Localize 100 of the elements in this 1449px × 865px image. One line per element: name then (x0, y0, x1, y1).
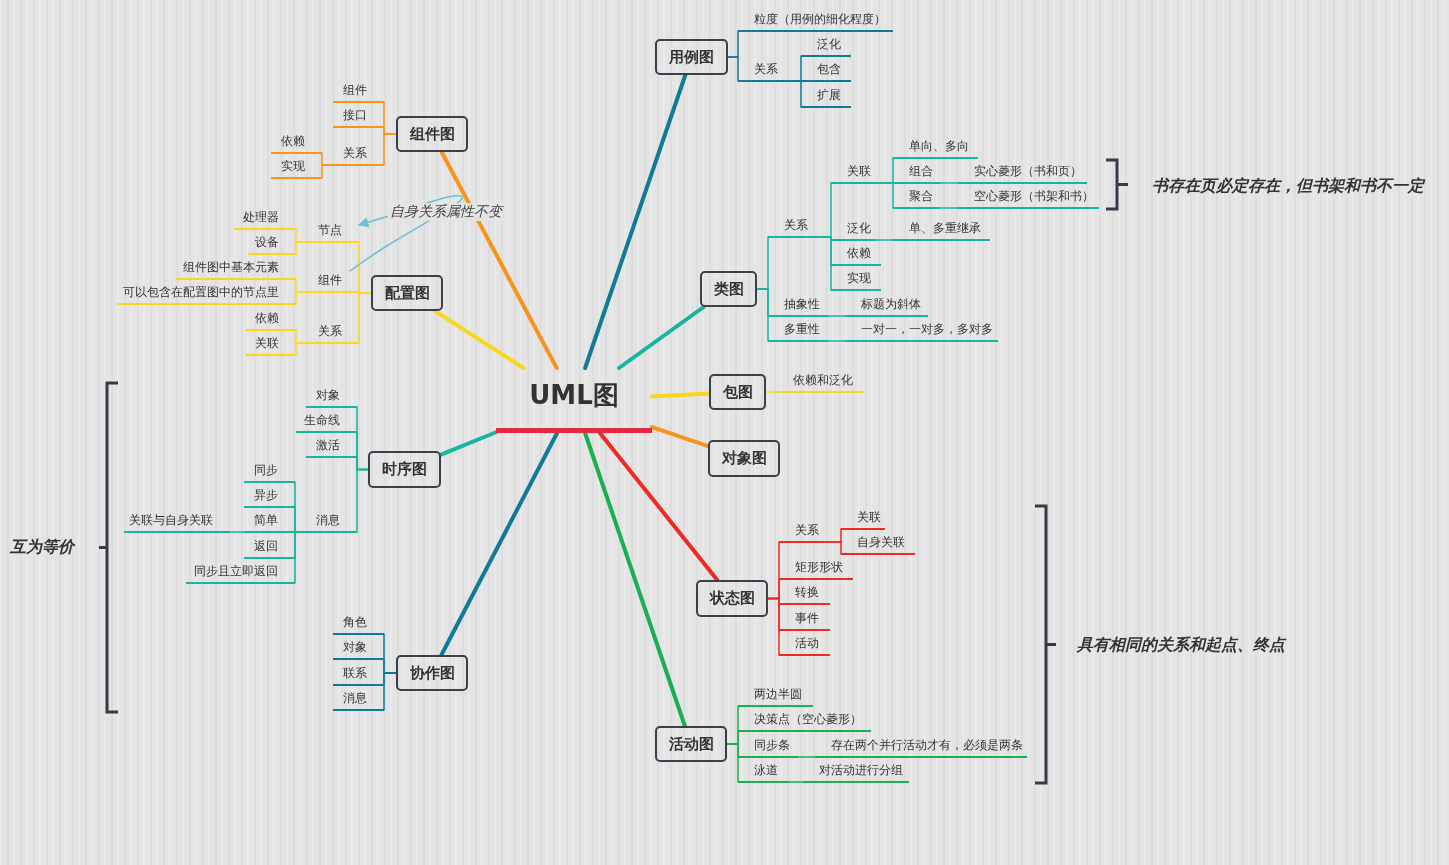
topic-box: 活动图 (655, 726, 727, 762)
subtopic: 激活 (306, 436, 357, 458)
connector-line (797, 756, 816, 758)
subtopic: 对活动进行分组 (803, 761, 909, 783)
subtopic: 聚合 (893, 187, 940, 209)
subtopic: 关系 (334, 144, 384, 166)
subtopic: 消息 (333, 689, 384, 711)
connector-line (229, 531, 245, 533)
summary-note: 书存在页必定存在，但书架和书不一定 (1152, 176, 1424, 197)
subtopic: 实现 (831, 269, 881, 291)
connector-line (789, 781, 804, 783)
subtopic: 关联 (246, 334, 296, 356)
subtopic: 同步 (244, 461, 295, 483)
connector-line (439, 431, 560, 657)
subtopic: 关系 (738, 60, 786, 82)
subtopic: 单、多重继承 (893, 219, 990, 241)
connector-line (756, 288, 769, 342)
connector-line (597, 431, 720, 582)
connector-line (358, 292, 372, 344)
subtopic: 转换 (779, 583, 830, 605)
subtopic: 泳道 (738, 761, 790, 783)
subtopic: 实心菱形（书和页） (958, 162, 1087, 184)
subtopic: 关联 (831, 162, 875, 184)
topic-box: 对象图 (708, 440, 780, 477)
connector-line (356, 468, 369, 533)
connector-line (726, 743, 739, 783)
connector-line (874, 182, 894, 209)
connector-line (583, 73, 688, 370)
subtopic: 实现 (271, 157, 322, 179)
topic-box: 配置图 (371, 275, 443, 311)
subtopic: 泛化 (801, 35, 851, 57)
connector-line (650, 425, 710, 449)
subtopic: 对象 (333, 638, 384, 660)
connector-line (383, 133, 397, 166)
subtopic: 依赖 (831, 244, 881, 266)
subtopic: 粒度（用例的细化程度） (738, 10, 893, 32)
subtopic: 自身关联 (841, 533, 915, 555)
subtopic: 关联 (841, 508, 885, 530)
connector-line (617, 305, 706, 370)
connector-line (383, 672, 397, 711)
subtopic: 接口 (333, 106, 384, 128)
subtopic: 组件 (333, 81, 384, 103)
connector-line (321, 164, 335, 179)
subtopic: 活动 (779, 634, 830, 656)
subtopic: 关联与自身关联 (124, 511, 230, 533)
subtopic: 消息 (307, 511, 357, 533)
connector-line (827, 315, 846, 317)
summary-note: 互为等价 (10, 537, 74, 558)
connector-line (439, 150, 559, 370)
topic-box: 状态图 (696, 580, 768, 617)
subtopic: 处理器 (234, 208, 296, 230)
subtopic: 设备 (248, 233, 296, 255)
subtopic: 联系 (333, 664, 384, 686)
connector-line (827, 340, 846, 342)
subtopic: 存在两个并行活动才有，必须是两条 (815, 736, 1027, 758)
subtopic: 简单 (244, 511, 295, 533)
subtopic: 标题为斜体 (845, 295, 928, 317)
subtopic: 多重性 (768, 320, 828, 342)
connector-line (814, 236, 832, 291)
subtopic: 可以包含在配置图中的节点里 (117, 283, 296, 305)
edge-label: 自身关系属性不变 (388, 203, 504, 221)
subtopic: 同步条 (738, 736, 798, 758)
subtopic: 同步且立即返回 (186, 562, 295, 584)
subtopic: 抽象性 (768, 295, 828, 317)
connector-line (583, 431, 687, 728)
subtopic: 节点 (310, 221, 359, 243)
subtopic: 组件图中基本元素 (176, 258, 296, 280)
subtopic: 关系 (768, 216, 815, 238)
subtopic: 决策点（空心菱形） (738, 710, 871, 732)
topic-box: 时序图 (368, 451, 441, 488)
connector-line (767, 597, 780, 656)
topic-box: 协作图 (396, 655, 468, 691)
subtopic: 包含 (801, 60, 851, 82)
topic-box: 类图 (700, 271, 757, 307)
subtopic: 异步 (244, 486, 295, 508)
connector-line (294, 531, 308, 584)
subtopic: 角色 (333, 613, 384, 635)
subtopic: 组合 (893, 162, 940, 184)
subtopic: 空心菱形（书架和书） (958, 187, 1099, 209)
connector-line (823, 541, 842, 555)
subtopic: 生命线 (296, 411, 357, 433)
subtopic: 事件 (779, 609, 830, 631)
summary-note: 具有相同的关系和起点、终点 (1077, 635, 1285, 656)
connector-line (295, 241, 311, 255)
subtopic: 单向、多向 (893, 137, 978, 159)
subtopic: 依赖 (246, 309, 296, 331)
connector-line (727, 56, 739, 82)
connector-line (785, 80, 802, 108)
subtopic: 一对一，一对多，多对多 (845, 320, 998, 342)
topic-box: 用例图 (655, 39, 728, 75)
connector-line (295, 342, 311, 356)
topic-box: 包图 (709, 374, 766, 410)
subtopic: 返回 (244, 537, 295, 559)
subtopic: 依赖和泛化 (777, 371, 863, 393)
subtopic: 扩展 (801, 86, 851, 108)
subtopic: 组件 (310, 271, 359, 293)
connector-line (939, 207, 959, 209)
connector-line (295, 291, 311, 305)
connector-line (432, 309, 526, 370)
subtopic: 矩形形状 (779, 558, 853, 580)
